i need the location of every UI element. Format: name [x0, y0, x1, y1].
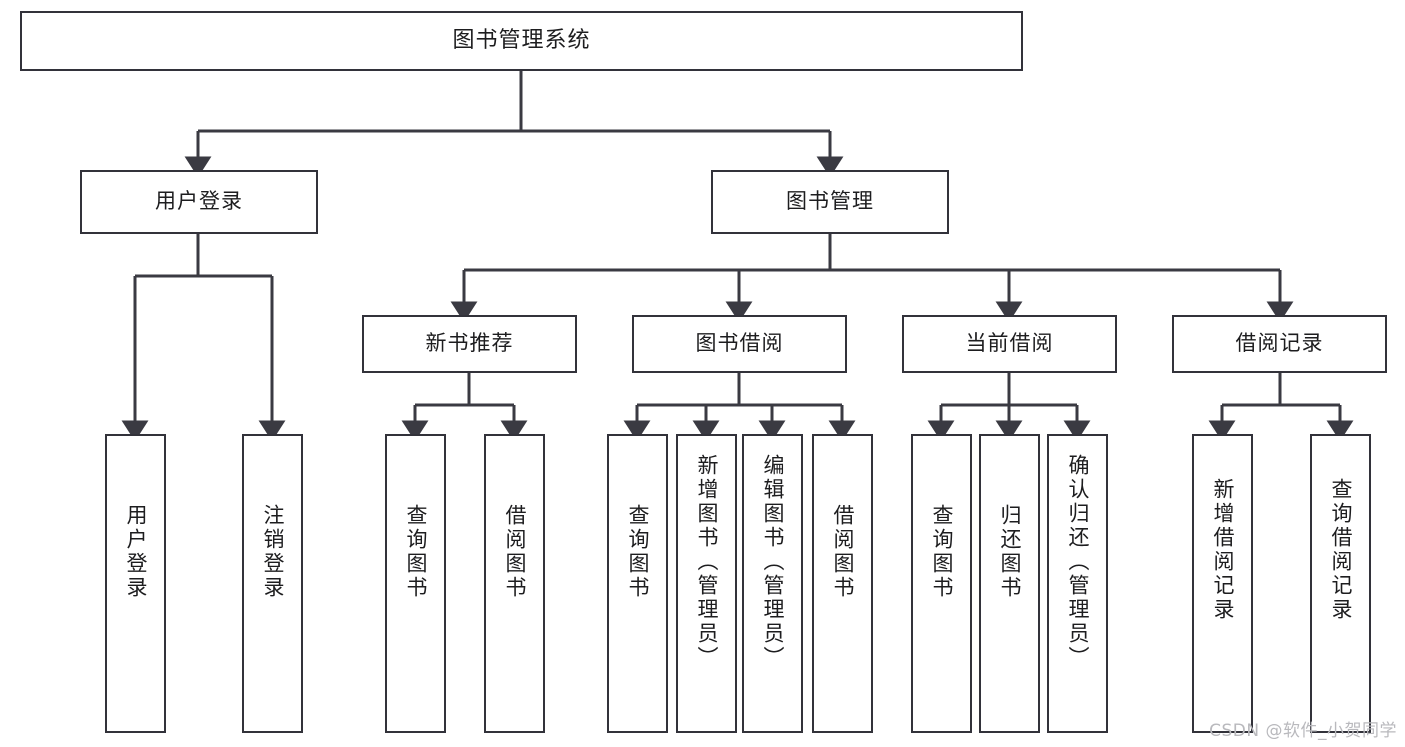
node-label: 注销登录 — [260, 504, 285, 600]
node-label: 新增借阅记录 — [1210, 478, 1235, 622]
leaf-return-books[interactable]: 归还图书 — [979, 434, 1040, 733]
csdn-watermark: CSDN @软件_小贺同学 — [1209, 721, 1397, 741]
leaf-add-borrowing-record[interactable]: 新增借阅记录 — [1192, 434, 1253, 733]
node-root-book-management-system[interactable]: 图书管理系统 — [20, 11, 1023, 71]
node-book-borrowing[interactable]: 图书借阅 — [632, 315, 847, 373]
node-label: 查询图书 — [403, 504, 428, 600]
node-label: 图书管理系统 — [452, 27, 591, 53]
node-label: 用户登录 — [155, 189, 243, 214]
node-label: 归还图书 — [997, 504, 1022, 600]
leaf-edit-book-admin[interactable]: 编辑图书（管理员） — [742, 434, 803, 733]
leaf-add-book-admin[interactable]: 新增图书（管理员） — [676, 434, 737, 733]
node-label: 图书借阅 — [695, 331, 784, 356]
node-label: 借阅图书 — [830, 504, 855, 600]
node-label: 查询借阅记录 — [1328, 478, 1353, 622]
leaf-user-login[interactable]: 用户登录 — [105, 434, 166, 733]
node-current-borrowing[interactable]: 当前借阅 — [902, 315, 1117, 373]
leaf-query-books-current[interactable]: 查询图书 — [911, 434, 972, 733]
leaf-logout[interactable]: 注销登录 — [242, 434, 303, 733]
node-label: 当前借阅 — [965, 331, 1054, 356]
node-label: 确认归还（管理员） — [1065, 454, 1090, 670]
node-label: 用户登录 — [123, 504, 148, 600]
node-label: 借阅图书 — [502, 504, 527, 600]
node-label: 查询图书 — [625, 504, 650, 600]
leaf-borrow-books-borrowing[interactable]: 借阅图书 — [812, 434, 873, 733]
leaf-query-borrowing-record[interactable]: 查询借阅记录 — [1310, 434, 1371, 733]
node-borrowing-records[interactable]: 借阅记录 — [1172, 315, 1387, 373]
node-label: 查询图书 — [929, 504, 954, 600]
node-label: 借阅记录 — [1235, 331, 1324, 356]
leaf-borrow-books-recommendation[interactable]: 借阅图书 — [484, 434, 545, 733]
node-new-book-recommendation[interactable]: 新书推荐 — [362, 315, 577, 373]
leaf-confirm-return-admin[interactable]: 确认归还（管理员） — [1047, 434, 1108, 733]
node-label: 图书管理 — [786, 189, 874, 214]
leaf-query-books-recommendation[interactable]: 查询图书 — [385, 434, 446, 733]
node-user-login[interactable]: 用户登录 — [80, 170, 318, 234]
node-book-management[interactable]: 图书管理 — [711, 170, 949, 234]
node-label: 新书推荐 — [425, 331, 514, 356]
node-label: 编辑图书（管理员） — [760, 454, 785, 670]
node-label: 新增图书（管理员） — [694, 454, 719, 670]
leaf-query-books-borrowing[interactable]: 查询图书 — [607, 434, 668, 733]
